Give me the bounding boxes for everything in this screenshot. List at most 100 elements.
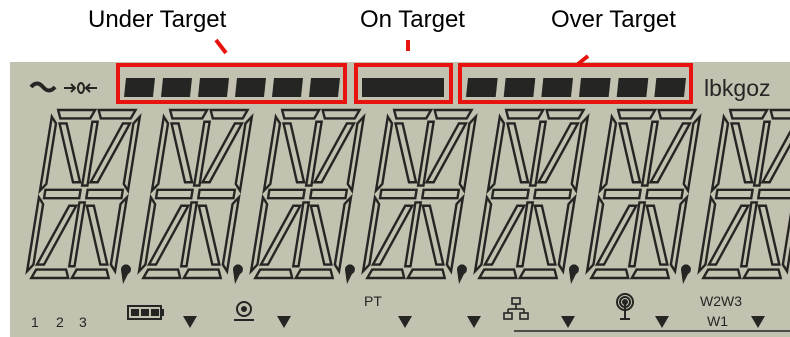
under-target-segment-4 xyxy=(235,78,266,97)
digit-6-segment-3 xyxy=(598,113,618,195)
under-target-segment-1 xyxy=(124,78,155,97)
over-target-segment-2 xyxy=(503,78,536,97)
digit-2-comma xyxy=(232,264,243,284)
digit-4-segment-16 xyxy=(405,268,447,280)
under-target-segment-3 xyxy=(198,78,229,97)
digit-4-segment-11 xyxy=(445,193,465,275)
digit-7-segment-3 xyxy=(710,113,730,195)
digit-1-segment-8 xyxy=(42,188,82,200)
over-target-pointer xyxy=(576,54,590,66)
zero-icon xyxy=(64,82,97,94)
battery-icon xyxy=(127,305,164,320)
digit-2-segment-1 xyxy=(168,108,210,120)
digit-5-segment-15 xyxy=(477,268,518,280)
digit-3-segment-8 xyxy=(266,188,306,200)
digit-2-segment-15 xyxy=(141,268,182,280)
digit-7-segment-10 xyxy=(697,194,717,275)
digit-3-segment-6 xyxy=(282,122,306,184)
digit-6-segment-14 xyxy=(645,204,669,266)
digit-3-segment-1 xyxy=(280,108,322,120)
units-label: lbkgoz xyxy=(704,75,770,101)
digit-3-segment-12 xyxy=(291,201,311,268)
over-target-bargraph xyxy=(466,78,686,97)
digit-7-segment-12 xyxy=(739,201,759,268)
digit-2-segment-10 xyxy=(137,194,157,275)
digit-2-segment-4 xyxy=(234,113,254,194)
digit-7-segment-15 xyxy=(701,268,742,280)
digit-5-comma xyxy=(568,264,579,284)
digit-4-segment-8 xyxy=(378,188,418,200)
digit-1-segment-11 xyxy=(109,193,129,275)
digit-6-segment-7 xyxy=(648,122,692,184)
digit-1-segment-3 xyxy=(38,113,58,195)
digit-7-segment-2 xyxy=(769,108,790,120)
under-target-segment-2 xyxy=(161,78,192,97)
digit-4-comma xyxy=(456,264,467,284)
indicator-arrow-7 xyxy=(751,316,765,328)
digit-2-segment-6 xyxy=(170,122,194,184)
digit-6-segment-5 xyxy=(640,120,660,187)
digit-5-segment-1 xyxy=(504,108,546,120)
digit-6-segment-11 xyxy=(669,193,689,275)
digit-4-segment-10 xyxy=(361,194,381,275)
digit-7-segment-8 xyxy=(714,188,754,200)
digit-2-segment-9 xyxy=(196,188,237,200)
stable-icon xyxy=(234,301,254,321)
digit-7-segment-16 xyxy=(741,268,783,280)
digit-5-segment-4 xyxy=(570,113,590,194)
digit-5-segment-3 xyxy=(486,113,506,195)
digit-1-segment-1 xyxy=(56,108,98,120)
digit-6-segment-10 xyxy=(585,194,605,275)
indicator-arrow-3 xyxy=(398,316,412,328)
digit-3-segment-14 xyxy=(309,204,333,266)
digit-7-segment-7 xyxy=(760,129,790,184)
digit-2-segment-13 xyxy=(146,204,191,266)
digit-1-segment-12 xyxy=(67,201,87,268)
digit-row xyxy=(25,108,790,284)
digit-2-segment-5 xyxy=(192,120,212,187)
lcd-panel xyxy=(10,62,790,337)
digit-3-segment-2 xyxy=(321,108,362,120)
digit-3-segment-3 xyxy=(262,113,282,195)
under-target-segment-6 xyxy=(309,78,340,97)
digit-6-segment-6 xyxy=(618,122,642,184)
digit-3-segment-15 xyxy=(253,268,294,280)
on-target-highlight xyxy=(354,63,453,104)
digit-1-segment-6 xyxy=(58,122,82,184)
digit-4-segment-13 xyxy=(370,204,415,266)
digit-7 xyxy=(697,108,790,280)
indicator-arrows xyxy=(183,316,765,328)
digit-7-segment-11 xyxy=(781,212,790,275)
digit-5-segment-5 xyxy=(528,120,548,187)
digit-2-segment-2 xyxy=(209,108,250,120)
w2w3-label: W2W3 xyxy=(700,293,742,309)
digit-5-segment-7 xyxy=(536,122,580,184)
digit-3-segment-7 xyxy=(312,122,356,184)
digit-6-segment-15 xyxy=(589,268,630,280)
over-target-callout: Over Target xyxy=(551,6,676,33)
digit-1-segment-4 xyxy=(122,113,142,194)
digit-5-segment-14 xyxy=(533,204,557,266)
over-target-segment-4 xyxy=(579,78,611,97)
digit-4-segment-4 xyxy=(458,113,478,194)
digit-1-segment-5 xyxy=(80,120,100,187)
digit-7-segment-6 xyxy=(730,122,754,184)
digit-4-segment-1 xyxy=(392,108,434,120)
digit-2-segment-11 xyxy=(221,193,241,275)
on-target-callout: On Target xyxy=(360,6,465,33)
channel-1-label: 1 xyxy=(31,314,39,330)
digit-3-segment-5 xyxy=(304,120,324,187)
w1-label: W1 xyxy=(707,313,728,329)
digit-4-segment-6 xyxy=(394,122,418,184)
digit-6-segment-9 xyxy=(644,188,685,200)
digit-3-segment-16 xyxy=(293,268,335,280)
under-target-pointer xyxy=(214,38,228,55)
digit-3-segment-13 xyxy=(258,204,303,266)
digit-1-segment-13 xyxy=(34,204,79,266)
indicator-arrow-2 xyxy=(277,316,291,328)
digit-5-segment-2 xyxy=(545,108,586,120)
digit-2-segment-8 xyxy=(154,188,194,200)
over-target-segment-3 xyxy=(541,78,573,97)
digit-1 xyxy=(25,108,142,284)
digit-6-segment-13 xyxy=(594,204,639,266)
